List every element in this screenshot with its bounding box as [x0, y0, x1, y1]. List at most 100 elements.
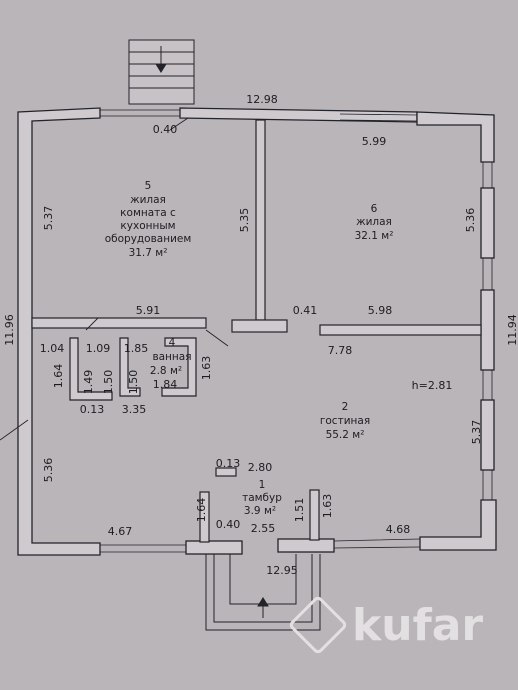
stair-arrow-icon	[155, 63, 167, 73]
window-right-3	[482, 370, 493, 400]
right-wall-b	[480, 289, 495, 371]
dim-vest-left-h: 1.64	[195, 498, 208, 523]
dim-vest-right-h1: 1.51	[293, 498, 306, 523]
right-top-corner	[416, 111, 495, 163]
dim-bath-depth: 1.84	[153, 378, 178, 391]
bath-wall-left	[119, 337, 141, 397]
dim-vest-width-bottom: 2.55	[251, 522, 276, 535]
leader-line-040	[169, 117, 189, 131]
dim-closet-width: 1.09	[86, 342, 111, 355]
wall-stub-center	[231, 319, 288, 333]
room-6-name: жилая	[356, 216, 392, 228]
watermark: kufar	[289, 596, 483, 654]
window-top-left	[100, 109, 180, 117]
bath-wall-right	[161, 337, 197, 397]
watermark-text: kufar	[352, 600, 483, 651]
dim-bottom-right: 4.68	[386, 523, 411, 536]
dim-partition-height: 5.35	[238, 208, 251, 233]
door-swing-center	[205, 329, 229, 347]
dim-living-width: 7.78	[328, 344, 353, 357]
room-1-area: 3.9 м²	[244, 505, 276, 517]
dim-porch-offset: 0.40	[153, 123, 178, 136]
room-labels: 5 жилая комната с кухонным оборудованием…	[105, 180, 453, 517]
windows	[100, 109, 493, 553]
room-5-name: жилая	[130, 194, 166, 206]
window-right-4	[482, 470, 493, 500]
dim-living-right-height: 5.37	[470, 420, 483, 445]
dim-niche: 0.13	[80, 403, 105, 416]
porch-outer	[205, 554, 321, 631]
dim-room6-width: 5.98	[368, 304, 393, 317]
room-5-line-1: комната с	[120, 207, 176, 219]
room-4-area: 2.8 м²	[150, 365, 182, 377]
dim-hall-left-b: 1.64	[52, 364, 65, 389]
dim-room6-top: 5.99	[362, 135, 387, 148]
dim-bottom-total: 12.95	[266, 564, 298, 577]
vestibule-niche	[215, 467, 237, 477]
room-2-number: 2	[342, 401, 349, 413]
right-wall-c	[480, 399, 495, 471]
vestibule-wall-left	[199, 491, 210, 543]
ceiling-height: h=2.81	[412, 379, 453, 392]
dim-room5-height: 5.37	[42, 206, 55, 231]
interior-walls	[31, 119, 482, 543]
window-top-right	[339, 113, 418, 122]
dim-vest-wall: 0.40	[216, 518, 241, 531]
porch-mid	[213, 554, 313, 623]
dim-bottom-left: 4.67	[108, 525, 133, 538]
dim-hall-left-a: 1.04	[40, 342, 65, 355]
room-4-number: 4	[169, 337, 176, 349]
dim-left-height-outer: 11.96	[3, 314, 16, 346]
dim-room5-width: 5.91	[136, 304, 161, 317]
top-porch	[128, 39, 195, 105]
dim-vest-niche: 0.13	[216, 457, 241, 470]
exterior-walls	[17, 107, 497, 556]
room-5-line-3: оборудованием	[105, 233, 192, 245]
dim-vest-width-top: 2.80	[248, 461, 273, 474]
closet-wall	[69, 337, 113, 401]
room-4-name: ванная	[152, 351, 191, 363]
left-outer-wall	[17, 107, 101, 556]
bottom-wall-right	[277, 538, 335, 553]
dim-bath-height-a: 1.50	[127, 370, 140, 395]
window-right-1	[482, 162, 493, 188]
room-5-area: 31.7 м²	[129, 247, 168, 259]
dim-top-width: 12.98	[246, 93, 278, 106]
right-bottom-corner	[419, 499, 497, 551]
dim-partition-thickness: 0.41	[293, 304, 318, 317]
room-1-number: 1	[259, 479, 266, 491]
dim-room6-height: 5.36	[464, 208, 477, 233]
dim-vest-right-h2: 1.63	[321, 494, 334, 519]
dim-bath-width: 1.85	[124, 342, 149, 355]
wall-6-south	[319, 324, 482, 336]
room-2-name: гостиная	[320, 415, 370, 427]
dim-right-height-outer: 11.94	[506, 314, 518, 346]
watermark-logo-icon	[289, 596, 347, 654]
window-right-2	[482, 258, 493, 290]
room-6-number: 6	[371, 203, 378, 215]
dim-closet-height-b: 1.50	[102, 370, 115, 395]
dim-living-left-height: 5.36	[42, 458, 55, 483]
section-mark-left	[0, 419, 29, 441]
vestibule-wall-right	[309, 489, 320, 541]
room-5-line-2: кухонным	[120, 220, 175, 232]
room-6-area: 32.1 м²	[355, 230, 394, 242]
porch-arrow-icon	[257, 597, 269, 607]
dimension-labels: 12.98 0.40 5.99 11.96 11.94 5.37 5.35 5.…	[3, 93, 518, 577]
dim-corridor-width: 3.35	[122, 403, 147, 416]
room-5-number: 5	[145, 180, 152, 192]
dim-bath-height-b: 1.63	[200, 356, 213, 381]
right-wall-a	[480, 187, 495, 259]
dim-closet-height-a: 1.49	[82, 370, 95, 395]
bottom-porch	[205, 554, 321, 631]
wall-5-south	[31, 317, 207, 329]
window-bottom-right	[333, 538, 421, 549]
partition-5-6	[255, 119, 266, 321]
window-bottom-left	[100, 544, 186, 553]
room-2-area: 55.2 м²	[326, 429, 365, 441]
room-1-name: тамбур	[242, 492, 282, 504]
leader-line-1	[85, 317, 99, 331]
bottom-wall-left	[185, 540, 243, 555]
